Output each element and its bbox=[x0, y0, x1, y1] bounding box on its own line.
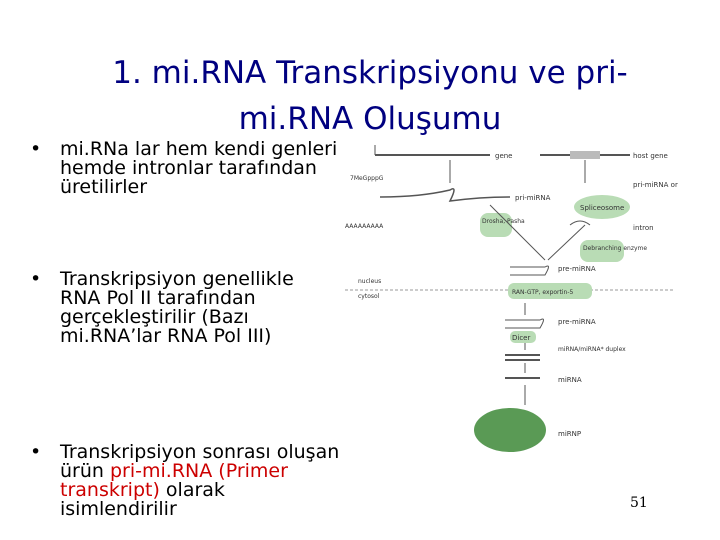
pre-mirna-hairpin bbox=[510, 265, 549, 276]
label-duplex: miRNA/miRNA* duplex bbox=[558, 346, 626, 353]
bullet-dot: • bbox=[30, 138, 42, 160]
drosha-pasha-blob bbox=[480, 213, 512, 237]
arrow bbox=[489, 204, 546, 261]
host-gene-exon bbox=[570, 151, 600, 159]
pri-mirna-shape bbox=[379, 188, 511, 202]
label-spliceosome: Spliceosome bbox=[580, 204, 624, 212]
label-drosha-pasha: Drosha, Pasha bbox=[482, 218, 525, 225]
highlight-primer-transkript: (Primer transkript) bbox=[60, 460, 288, 501]
label-polya: AAAAAAAAA bbox=[345, 223, 384, 230]
label-gene: gene bbox=[495, 152, 513, 160]
slide-title: 1. mi.RNA Transkripsiyonu ve pri- mi.RNA… bbox=[60, 50, 680, 142]
title-line-2: mi.RNA Oluşumu bbox=[238, 101, 502, 137]
title-line-1: 1. mi.RNA Transkripsiyonu ve pri- bbox=[112, 55, 628, 91]
intron-shape bbox=[569, 220, 591, 226]
bullet-dot: • bbox=[30, 268, 42, 290]
highlight-pri-mirna: pri-mi.RNA bbox=[109, 460, 213, 482]
label-pri-mirna: pri-miRNA bbox=[515, 194, 551, 202]
bullet-text: mi.RNa lar hem kendi genleri hemde intro… bbox=[60, 138, 338, 198]
label-host-gene: host gene bbox=[633, 152, 668, 160]
mirnp-complex bbox=[474, 408, 546, 452]
bullet-dot: • bbox=[30, 441, 42, 463]
bullet-text: Transkripsiyon sonrası oluşan ürün pri-m… bbox=[60, 443, 340, 519]
label-ran-gtp: RAN-GTP, exportin-5 bbox=[512, 289, 574, 296]
arrow bbox=[547, 224, 586, 261]
label-pre-mirna-2: pre-miRNA bbox=[558, 318, 596, 326]
label-intron: intron bbox=[633, 224, 654, 232]
mirna-biogenesis-diagram: gene host gene 7MeGpppG pri-miRNA pri-mi… bbox=[345, 145, 680, 452]
pre-mirna-cytosol-hairpin bbox=[505, 318, 544, 329]
label-cytosol: cytosol bbox=[358, 293, 380, 300]
bullet-text: Transkripsiyon genellikle RNA Pol II tar… bbox=[60, 268, 294, 347]
label-dicer: Dicer bbox=[512, 334, 530, 342]
label-mirnp: miRNP bbox=[558, 430, 581, 438]
label-mirna: miRNA bbox=[558, 376, 582, 384]
dicer-blob bbox=[510, 331, 536, 343]
bullet-text-prefix: Transkripsiyon sonrası oluşan ürün bbox=[60, 441, 340, 482]
label-pre-mirna: pre-miRNA bbox=[558, 265, 596, 273]
label-nucleus: nucleus bbox=[358, 278, 381, 285]
bullet-text-suffix: olarak isimlendirilir bbox=[60, 479, 225, 520]
debranching-enzyme-blob bbox=[580, 240, 624, 262]
ran-gtp-exportin-blob bbox=[508, 283, 592, 299]
label-debranching: Debranching enzyme bbox=[583, 245, 647, 252]
page-number: 51 bbox=[630, 495, 648, 511]
spliceosome-blob bbox=[574, 195, 630, 219]
label-pri-mirna-similar: pri-miRNA or similar bbox=[633, 181, 680, 189]
label-cap: 7MeGpppG bbox=[350, 175, 384, 182]
